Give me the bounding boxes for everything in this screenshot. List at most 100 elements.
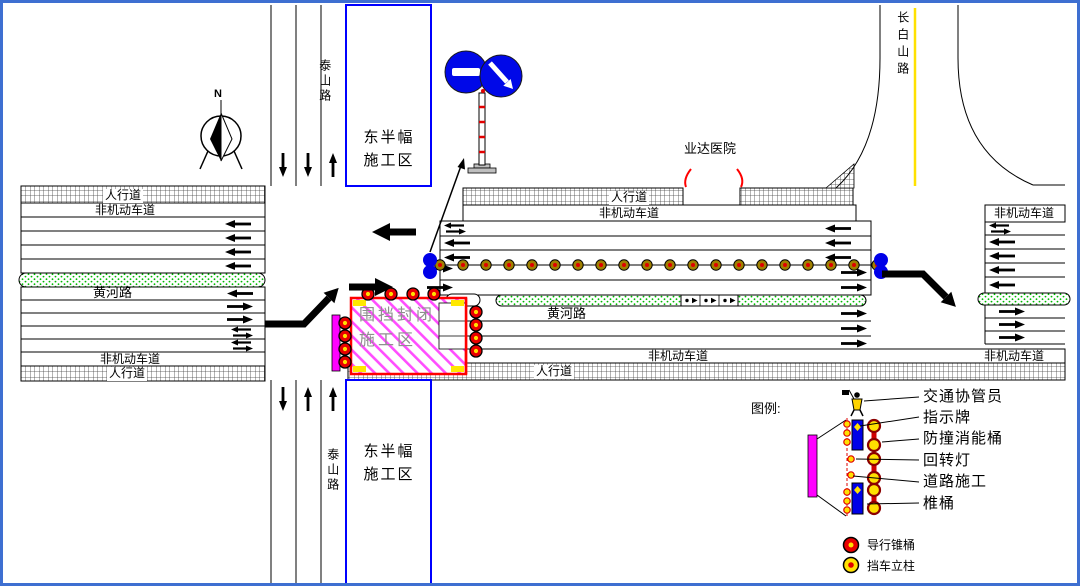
taishan-road-south <box>270 379 432 583</box>
legend-connector-lines <box>852 396 920 505</box>
blue-warning-light-icon <box>874 253 888 267</box>
legend-barrier-board-icon <box>807 434 818 498</box>
traffic-cone-icon <box>338 316 352 330</box>
compass-icon <box>199 100 243 170</box>
legend-traffic-coordinator-icon <box>842 389 864 417</box>
compass-north-label: N <box>214 88 222 100</box>
non-motorized-label: 非机动车道 <box>984 349 1045 363</box>
far-east-lane-arrows <box>989 222 1025 342</box>
vehicle-pillar-icon <box>572 259 584 271</box>
diversion-arrows <box>265 158 956 328</box>
lane-arrow <box>989 238 1015 246</box>
corner-markers <box>353 300 464 372</box>
lane-arrow <box>279 387 287 411</box>
lane-arrow <box>841 309 867 318</box>
legend-item-cone-barrel: 椎桶 <box>923 495 956 512</box>
lane-arrow <box>989 266 1015 274</box>
changbaishan-road-label: 长白山路 <box>895 11 910 79</box>
taishan-south-arrows <box>279 387 337 411</box>
sidewalk-label: 人行道 <box>534 364 575 379</box>
enclosed-zone-label: 围挡封闭 施工区 <box>359 307 436 349</box>
barrier-board <box>331 314 341 372</box>
vehicle-pillar-icon <box>802 259 814 271</box>
sign-pole <box>478 92 486 166</box>
vehicle-pillar-icon <box>595 259 607 271</box>
vehicle-pillar-icon <box>664 259 676 271</box>
taishan-road-label-south: 泰山路 <box>325 448 340 493</box>
vehicle-pillar-icon <box>848 259 860 271</box>
traffic-cone-icon <box>427 287 441 301</box>
vehicle-pillar-icon <box>641 259 653 271</box>
vehicle-pillar-icon <box>618 259 630 271</box>
traffic-sign-assembly <box>444 50 523 174</box>
vehicle-pillar-icon <box>825 259 837 271</box>
east-half-zone-south <box>345 379 432 583</box>
traffic-cone-icon <box>469 344 483 358</box>
median-west <box>18 272 266 288</box>
blue-warning-light-icon <box>423 265 437 279</box>
legend-item-traffic-coordinator: 交通协管员 <box>923 388 1004 405</box>
traffic-cone-icon <box>338 329 352 343</box>
non-motorized-label: 非机动车道 <box>100 352 161 366</box>
lane-arrow <box>999 307 1025 316</box>
sign-pointer-line <box>429 162 463 253</box>
legend-symbol-block-pillar: 挡车立柱 <box>867 559 916 573</box>
non-motorized-label: 非机动车道 <box>994 206 1055 220</box>
legend-sign-board-icon <box>851 419 864 515</box>
traffic-cone-icon <box>469 331 483 345</box>
vehicle-pillar-icon <box>733 259 745 271</box>
vehicle-pillar-icon <box>756 259 768 271</box>
vehicle-pillar-icon <box>480 259 492 271</box>
legend-item-rotating-light: 回转灯 <box>923 452 972 469</box>
lane-arrow <box>989 281 1015 289</box>
blue-warning-lights <box>423 253 888 279</box>
pillar-row <box>434 259 883 271</box>
taishan-road-north <box>270 4 432 187</box>
lane-arrow <box>841 324 867 333</box>
legend-graphic <box>807 389 920 574</box>
lane-arrow <box>304 387 312 411</box>
taishan-road-label-north: 泰山路 <box>317 59 332 104</box>
huanghe-road-label-west: 黄河路 <box>93 285 133 300</box>
vehicle-pillar-icon <box>549 259 561 271</box>
lane-arrow <box>329 387 337 411</box>
sidewalk-label: 人行道 <box>609 190 650 205</box>
lane-arrow <box>989 252 1015 260</box>
east-half-zone-label-north: 东半幅 施工区 <box>363 129 415 170</box>
sidewalk-label: 人行道 <box>107 366 148 381</box>
sidewalk-label: 人行道 <box>103 188 144 203</box>
diversion-arrow-bend-up <box>265 295 332 328</box>
traffic-cone-icon <box>338 342 352 356</box>
legend-item-road-work: 道路施工 <box>923 473 988 490</box>
legend-crash-barrel-icon <box>866 418 882 516</box>
legend-item-sign-board: 指示牌 <box>923 409 972 426</box>
lane-arrow <box>304 153 312 177</box>
lane-arrow <box>279 153 287 177</box>
road-diagram <box>18 4 1071 583</box>
far-east-road <box>977 184 1071 345</box>
east-half-zone-north <box>345 4 432 187</box>
vehicle-pillar-icon <box>710 259 722 271</box>
non-motorized-label: 非机动车道 <box>648 349 709 363</box>
vehicle-pillar-icon <box>503 259 515 271</box>
hospital-label: 业达医院 <box>684 141 737 156</box>
legend-title: 图例: <box>751 401 781 416</box>
vehicle-pillar-icon <box>526 259 538 271</box>
diversion-arrow-bend-down <box>882 270 949 300</box>
traffic-cone-icon <box>469 318 483 332</box>
lane-arrow <box>841 339 867 348</box>
vehicle-pillar-icon <box>779 259 791 271</box>
traffic-cone-icon <box>406 287 420 301</box>
median-far-east <box>977 292 1071 306</box>
vehicle-pillar-icon <box>457 259 469 271</box>
construction-zone <box>331 287 483 376</box>
east-half-zone-label-south: 东半幅 施工区 <box>363 443 415 484</box>
traffic-cone-icon <box>469 305 483 319</box>
median-opening <box>680 294 739 307</box>
legend-item-crash-barrel: 防撞消能桶 <box>923 430 1004 447</box>
lane-arrow <box>999 320 1025 329</box>
lane-arrow <box>989 222 1011 235</box>
lane-arrow <box>999 333 1025 342</box>
legend-symbol-guide-cone: 导行锥桶 <box>867 538 916 552</box>
